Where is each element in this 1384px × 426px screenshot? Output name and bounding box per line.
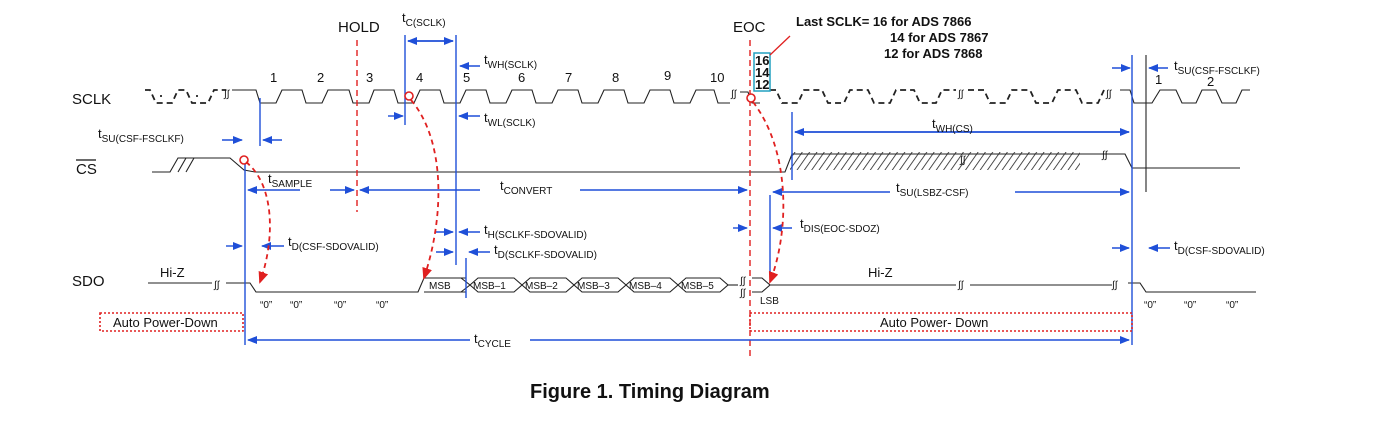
clock-number: 2 (317, 70, 324, 85)
svg-text:∫∫: ∫∫ (213, 280, 221, 291)
sdo-zero-label: “0” (376, 300, 388, 311)
last-sclk-box (753, 52, 771, 92)
svg-text:∫∫: ∫∫ (1105, 89, 1113, 100)
param-twl-sclk: tWL(SCLK) (484, 110, 535, 129)
clock-number: 4 (416, 70, 423, 85)
sdo-zero-label: “0” (260, 300, 272, 311)
auto-power-down-left-label: Auto Power-Down (113, 315, 218, 330)
last-sclk-note-line2: 14 for ADS 7867 (890, 30, 989, 45)
sdo-lsb-label: LSB (760, 296, 779, 307)
timing-labels: tC(SCLK) tWH(SCLK) tWL(SCLK) tSU(CSF-FSC… (98, 10, 1265, 350)
clock-number-next: 2 (1207, 74, 1214, 89)
last-sclk-box-value: 14 (755, 65, 770, 80)
auto-power-down-left-box (99, 312, 244, 332)
param-td-csf-sdovalid-left: tD(CSF-SDOVALID) (288, 234, 379, 253)
clock-number: 10 (710, 70, 724, 85)
svg-text:∫∫: ∫∫ (1101, 150, 1109, 161)
clock-number: 1 (270, 70, 277, 85)
causal-arrows (239, 91, 785, 284)
svg-text:∫∫: ∫∫ (739, 288, 747, 299)
timing-arrows (222, 37, 1170, 344)
param-tconvert: tCONVERT (500, 178, 552, 197)
sdo-signal-label: SDO (72, 273, 105, 290)
sdo-zero-label: “0” (1184, 300, 1196, 311)
svg-text:∫∫: ∫∫ (739, 276, 747, 287)
param-tsu-csf-fsclkf-left: tSU(CSF-FSCLKF) (98, 126, 184, 145)
hold-label: HOLD (338, 19, 380, 36)
clock-number: 6 (518, 70, 525, 85)
param-tcycle: tCYCLE (474, 331, 511, 350)
last-sclk-note-line3: 12 for ADS 7868 (884, 46, 983, 61)
sclk-signal-label: SCLK (72, 91, 111, 108)
svg-text:∫∫: ∫∫ (957, 280, 965, 291)
param-tsample: tSAMPLE (268, 171, 313, 190)
cs-signal-label: CS (76, 161, 97, 178)
clock-number: 9 (664, 68, 671, 83)
svg-text:∫∫: ∫∫ (1111, 280, 1119, 291)
sdo-zero-label: “0” (1144, 300, 1156, 311)
param-twh-cs: tWH(CS) (932, 116, 973, 135)
sdo-hiz-left: Hi-Z (160, 265, 185, 280)
sdo-bit-label: MSB–3 (577, 281, 610, 292)
eoc-label: EOC (733, 19, 766, 36)
param-th-sclkf-sdovalid: tH(SCLKF-SDOVALID) (484, 222, 587, 241)
svg-text:∫∫: ∫∫ (959, 155, 967, 166)
last-sclk-box-value: 12 (755, 77, 769, 92)
clock-number: 5 (463, 70, 470, 85)
svg-text:∫∫: ∫∫ (957, 89, 965, 100)
cs-waveform: ∫∫ ∫∫ (152, 150, 1240, 173)
clock-number: 7 (565, 70, 572, 85)
param-td-sclkf-sdovalid: tD(SCLKF-SDOVALID) (494, 242, 597, 261)
sdo-bit-label: MSB–4 (629, 281, 662, 292)
figure-caption: Figure 1. Timing Diagram (530, 381, 770, 403)
param-td-csf-sdovalid-right: tD(CSF-SDOVALID) (1174, 238, 1265, 257)
sdo-waveform: ∫∫ ∫∫ ∫∫ ∫∫ ∫∫ (148, 276, 1256, 299)
param-tsu-csf-fsclkf-right: tSU(CSF-FSCLKF) (1174, 58, 1260, 77)
sdo-bit-label: MSB–2 (525, 281, 558, 292)
last-sclk-note-line1: Last SCLK= 16 for ADS 7866 (796, 14, 971, 29)
sdo-bit-label: MSB–5 (681, 281, 714, 292)
sdo-bit-label: MSB–1 (473, 281, 506, 292)
clock-number-next: 1 (1155, 72, 1162, 87)
param-tc-sclk: tC(SCLK) (402, 10, 446, 29)
sdo-zero-label: “0” (334, 300, 346, 311)
svg-text:∫∫: ∫∫ (223, 89, 231, 100)
sclk-waveform: ∫∫ ∫∫ ∫∫ ∫∫ (145, 89, 1250, 104)
param-tsu-lsbz-csf: tSU(LSBZ-CSF) (896, 180, 969, 199)
sdo-hiz-right: Hi-Z (868, 265, 893, 280)
clock-numbers: 1 2 3 4 5 6 7 8 9 10 1 2 (270, 68, 1214, 89)
last-sclk-box-value: 16 (755, 53, 769, 68)
clock-number: 3 (366, 70, 373, 85)
svg-text:∫∫: ∫∫ (730, 89, 738, 100)
clock-number: 8 (612, 70, 619, 85)
sdo-zero-label: “0” (290, 300, 302, 311)
param-tdis-eoc-sdoz: tDIS(EOC-SDOZ) (800, 216, 880, 235)
sdo-bit-label: MSB (429, 281, 451, 292)
param-twh-sclk: tWH(SCLK) (484, 52, 537, 71)
sdo-zero-label: “0” (1226, 300, 1238, 311)
auto-power-down-right-label: Auto Power- Down (880, 315, 988, 330)
